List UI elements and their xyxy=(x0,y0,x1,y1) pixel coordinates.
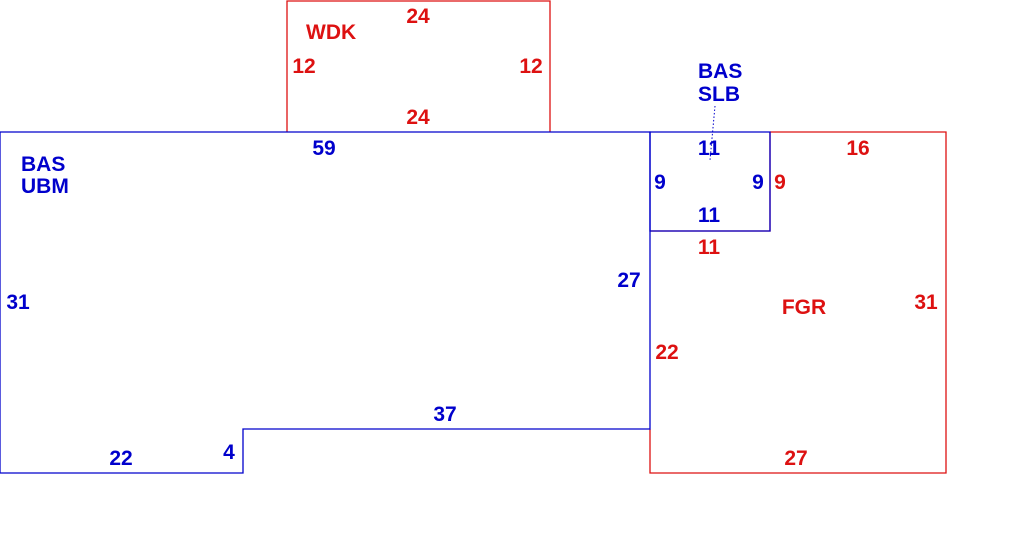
wdk-label: WDK xyxy=(306,21,356,44)
bas-ubm-dim-step-bottom: 37 xyxy=(433,403,456,426)
wdk-dim-bottom: 24 xyxy=(406,106,430,129)
bas-ubm-dim-top: 59 xyxy=(312,137,335,160)
fgr-dim-notch-side: 9 xyxy=(774,171,786,194)
bas-slb-outline xyxy=(649,131,771,232)
wdk-dim-right: 12 xyxy=(519,55,542,78)
bas-slb-label-line1: BAS xyxy=(698,60,742,83)
fgr-dim-notch-bottom: 11 xyxy=(698,236,721,259)
bas-ubm-dim-left: 31 xyxy=(6,291,30,314)
bas-slb-dim-left: 9 xyxy=(654,171,666,194)
fgr-dim-bottom: 27 xyxy=(784,447,807,470)
wdk-dim-left: 12 xyxy=(292,55,315,78)
bas-ubm-dim-step-side: 4 xyxy=(223,441,235,464)
fgr-dim-right: 31 xyxy=(914,291,938,314)
bas-ubm-label-line2: UBM xyxy=(21,175,69,198)
bas-ubm-dim-bottom: 22 xyxy=(109,447,132,470)
bas-slb-dim-right: 9 xyxy=(752,171,764,194)
fgr-dim-top: 16 xyxy=(846,137,869,160)
wdk-outline xyxy=(286,0,551,132)
fgr-label: FGR xyxy=(782,296,826,319)
bas-slb-label-line2: SLB xyxy=(698,83,740,106)
bas-slb-dim-top: 11 xyxy=(698,137,721,160)
bas-slb-dim-bottom: 11 xyxy=(698,204,721,227)
fgr-dim-left: 22 xyxy=(655,341,678,364)
bas-ubm-outline xyxy=(0,131,651,474)
bas-ubm-dim-right: 27 xyxy=(617,269,640,292)
wdk-dim-top: 24 xyxy=(406,5,430,28)
bas-ubm-label-line1: BAS xyxy=(21,153,65,176)
